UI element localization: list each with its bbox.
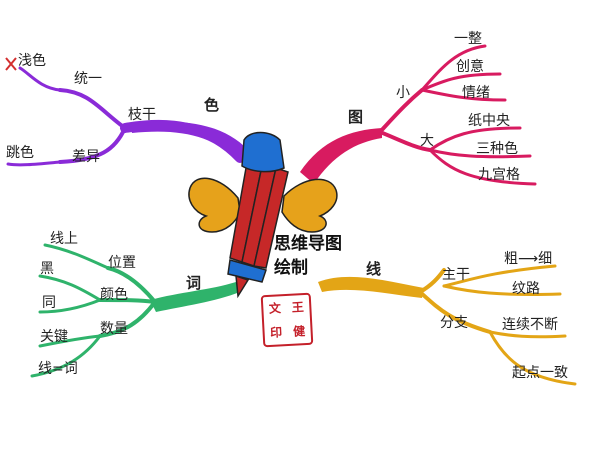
- right-wing: [281, 178, 338, 233]
- pencil-cap: [241, 131, 285, 173]
- color-diff-label: 差异: [72, 149, 100, 165]
- image-main-fill: [300, 128, 382, 184]
- word-num-to-key: [38, 334, 102, 348]
- line-main-to-thick: [442, 264, 557, 288]
- word-num-label: 数量: [100, 321, 128, 337]
- seal-char-2: 王: [291, 300, 305, 315]
- image-small-to-item3: [420, 88, 507, 102]
- central-image: [188, 131, 338, 299]
- word-black-label: 黑: [40, 261, 54, 277]
- line-sub-branch-branch: [418, 290, 492, 334]
- color-jump-label: 跳色: [6, 145, 34, 161]
- line-texture-label: 纹路: [512, 281, 540, 297]
- branch-color-title: 色: [204, 96, 220, 114]
- pencil-ferrule: [227, 259, 267, 283]
- color-sub-branch-bottom: [58, 126, 127, 164]
- center-title-line1: 思维导图: [274, 234, 342, 254]
- line-main-fill: [318, 276, 424, 298]
- image-big-item-3: 九宫格: [478, 167, 520, 183]
- line-main-to-texture: [442, 284, 562, 297]
- branch-word: [30, 243, 157, 378]
- pencil-bundle: [227, 131, 289, 299]
- image-small-item-1: 一整: [454, 31, 482, 47]
- word-color-to-black: [38, 274, 102, 302]
- image-small-label: 小: [396, 85, 410, 101]
- word-sub-branch-num: [98, 300, 157, 338]
- color-light-label: 浅色: [18, 53, 46, 69]
- branch-word-title: 词: [186, 274, 202, 292]
- image-small-item-3: 情绪: [462, 85, 490, 101]
- word-num-to-eq: [30, 334, 102, 378]
- color-sub-branch-top: [58, 88, 127, 130]
- color-sub-branch-bottom-end: [6, 160, 62, 167]
- pencil-tip: [235, 274, 250, 299]
- image-big-to-item3: [428, 148, 537, 186]
- line-branch-to-cont: [488, 330, 567, 339]
- image-small-to-item1: [420, 44, 487, 92]
- image-sub-branch-big: [378, 130, 432, 152]
- branch-image: [378, 44, 537, 186]
- seal-char-3: 印: [269, 325, 283, 340]
- word-color-to-same: [38, 298, 102, 314]
- image-big-item-2: 三种色: [476, 141, 518, 157]
- cross-mark-icon: [5, 57, 17, 71]
- color-sub-branch-top-end: [18, 66, 62, 92]
- line-start-label: 起点一致: [512, 365, 568, 381]
- left-wing: [188, 177, 241, 233]
- word-sub-branch-pos: [106, 266, 157, 304]
- image-sub-branch-small: [378, 88, 424, 134]
- line-main-label: 主干: [442, 267, 470, 283]
- branch-color: [6, 66, 245, 167]
- word-color-label: 颜色: [100, 287, 128, 303]
- line-branch-to-start: [488, 330, 577, 386]
- pencil-3: [253, 167, 289, 269]
- center-title-line2: 绘制: [274, 258, 308, 278]
- image-big-to-item2: [428, 148, 532, 159]
- image-small-item-2: 创意: [456, 59, 484, 75]
- color-main-fill: [130, 121, 248, 160]
- branch-image-title: 图: [348, 108, 364, 126]
- image-big-to-item1: [428, 126, 522, 152]
- image-big-item-1: 纸中央: [468, 113, 510, 129]
- word-eq-label: 线=词: [38, 361, 78, 377]
- word-pos-to-online: [43, 243, 110, 270]
- color-one-label: 统一: [74, 71, 102, 87]
- word-online-label: 线上: [50, 231, 78, 247]
- line-cont-label: 连续不断: [502, 317, 558, 333]
- image-small-to-item2: [420, 72, 502, 92]
- word-key-label: 关键: [40, 329, 68, 345]
- line-thick-label: 粗⟶细: [504, 251, 553, 267]
- seal-char-1: 文: [268, 301, 282, 316]
- word-same-label: 同: [42, 295, 56, 311]
- branch-line-title: 线: [366, 260, 382, 278]
- seal-stamp: 文 王 印 健: [260, 292, 314, 348]
- color-trunk-label: 枝干: [128, 107, 156, 123]
- line-branch-label: 分支: [440, 315, 468, 331]
- image-big-label: 大: [420, 133, 434, 149]
- branch-line: [418, 264, 577, 386]
- seal-char-4: 健: [292, 324, 306, 339]
- word-pos-label: 位置: [108, 255, 136, 271]
- word-main-fill: [150, 282, 240, 312]
